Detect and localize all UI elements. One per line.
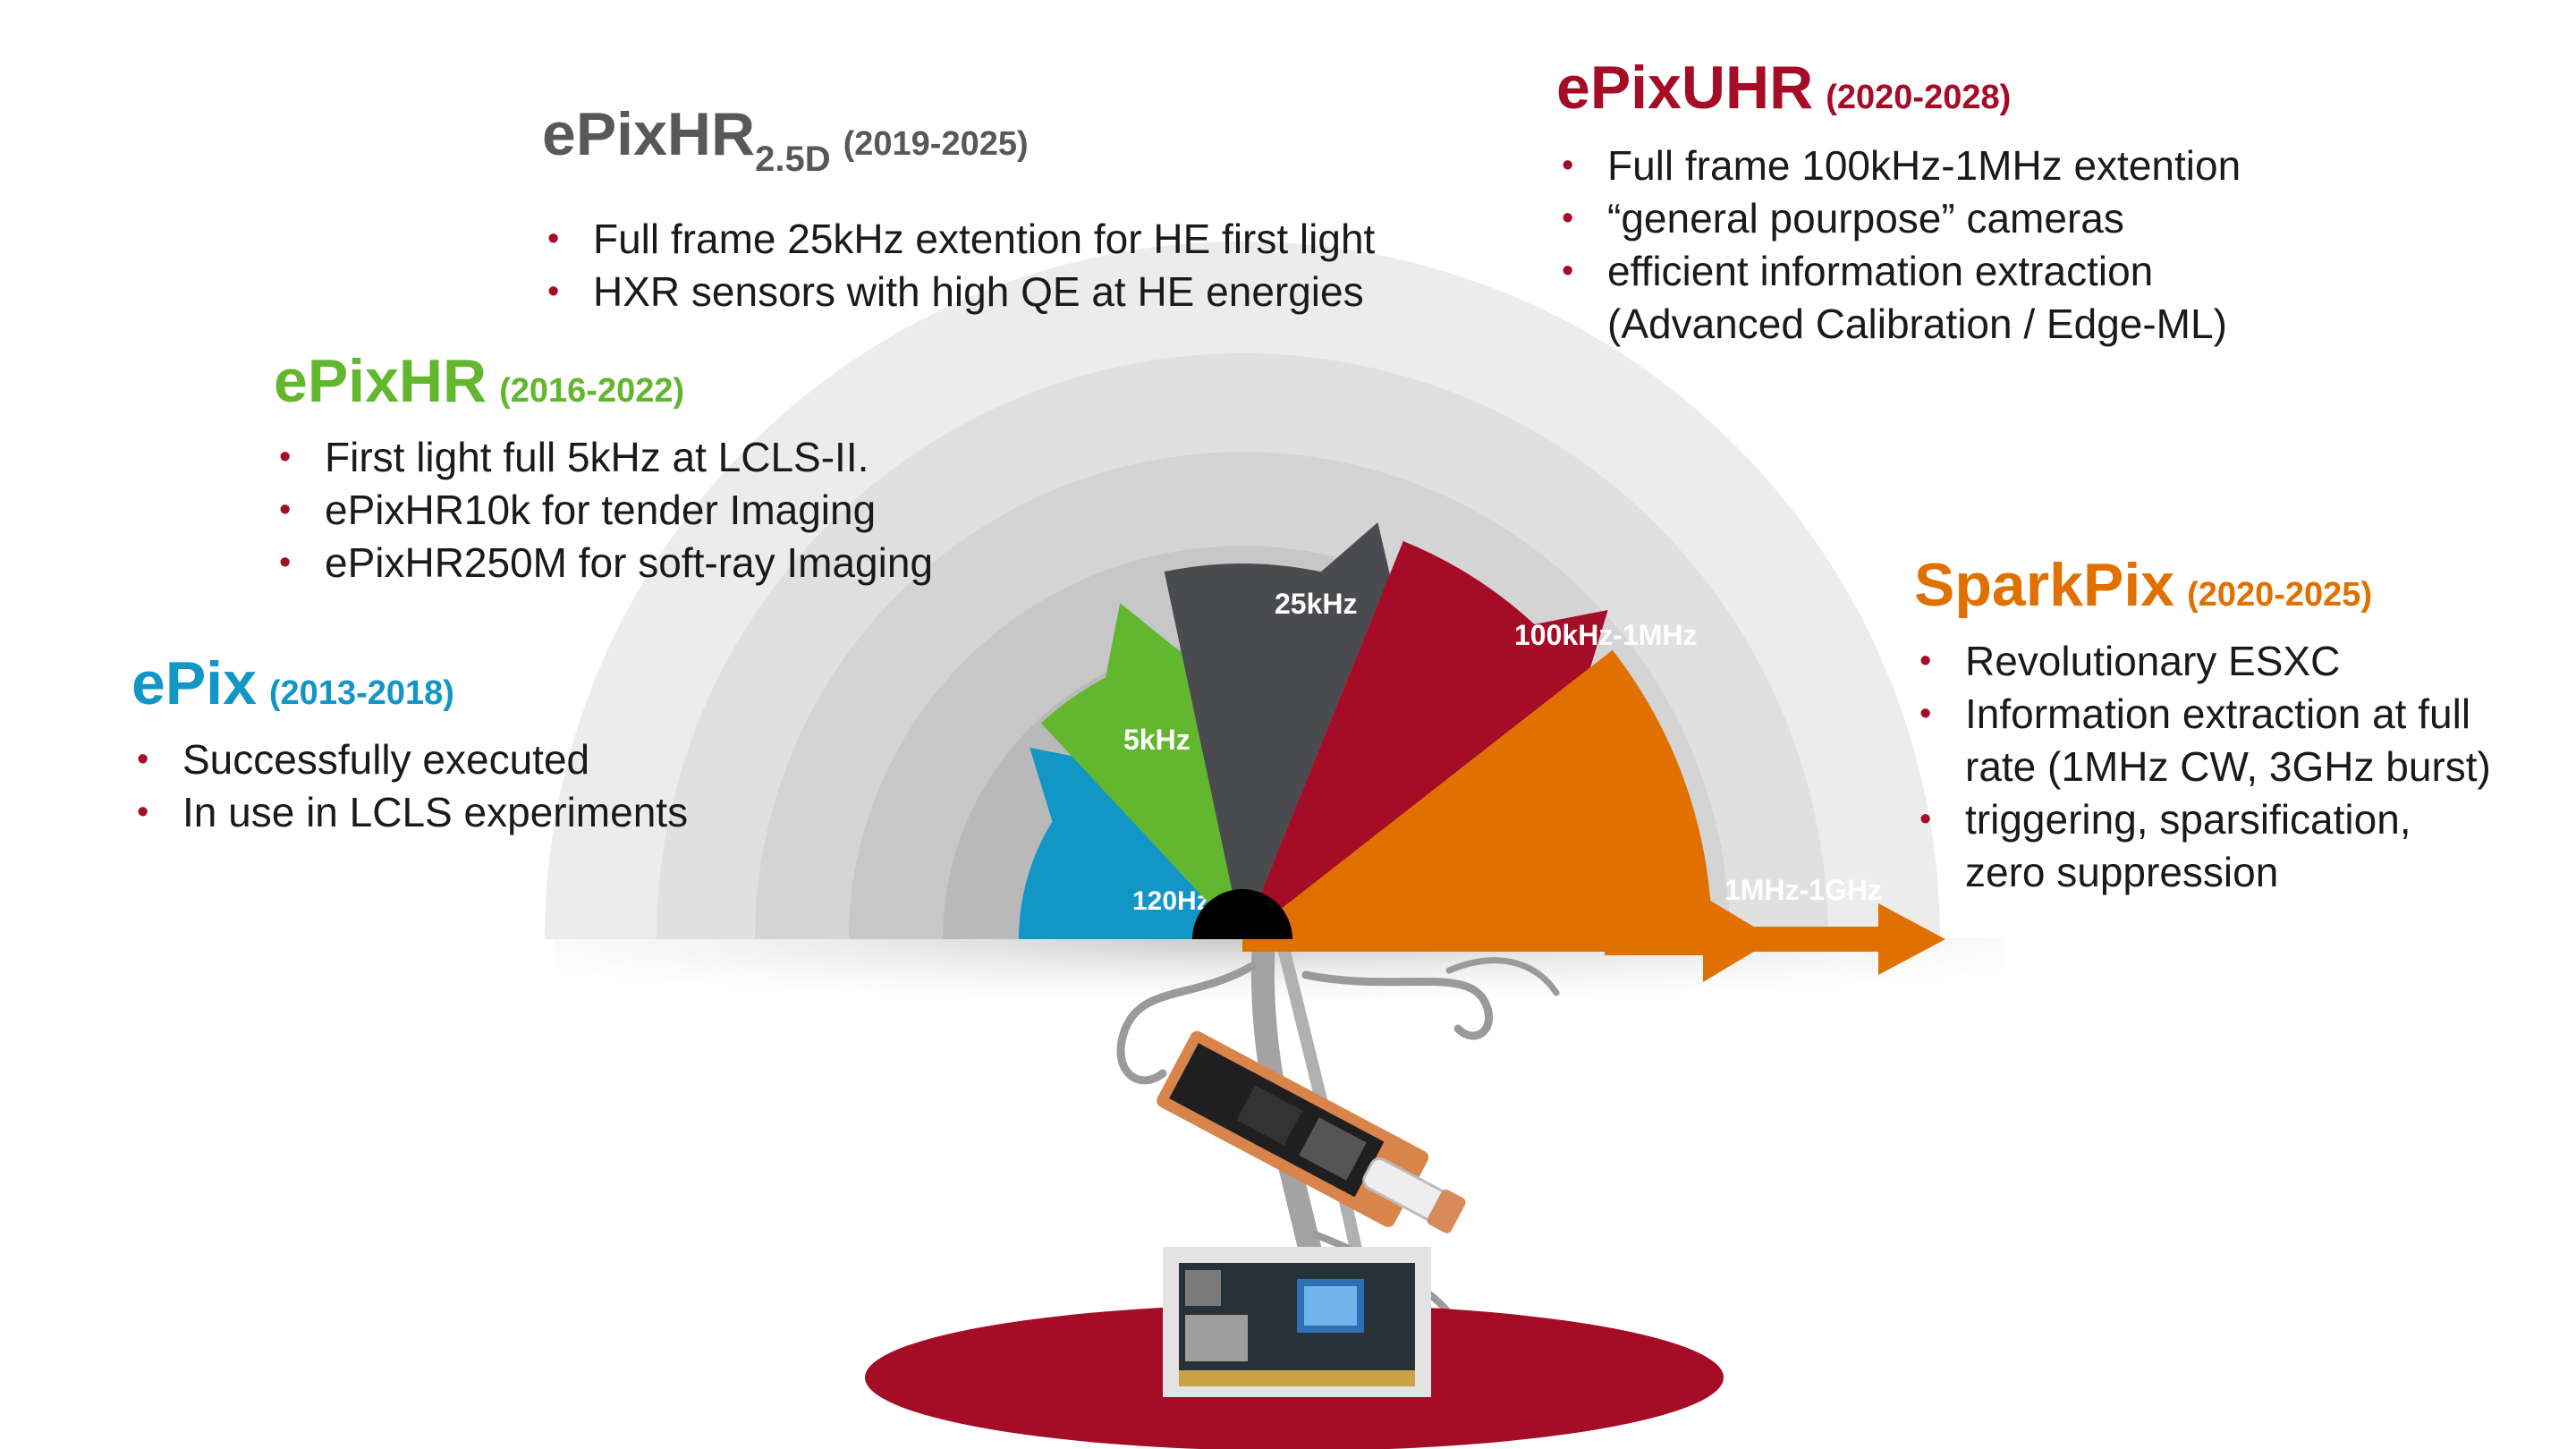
bullet-dot: • xyxy=(547,220,560,258)
epixuhr-block: ePixUHR(2020-2028) •Full frame 100kHz-1M… xyxy=(1556,57,2241,351)
epixhr-title: ePixHR(2016-2022) xyxy=(274,351,933,411)
sector-wedge xyxy=(1040,650,1242,939)
bullet-item: •ePixHR250M for soft-ray Imaging xyxy=(274,537,933,589)
bullet-item: •Full frame 25kHz extention for HE first… xyxy=(542,213,1375,266)
epixhr-years: (2016-2022) xyxy=(499,372,685,410)
pcie-board-photo xyxy=(1163,1247,1431,1397)
epixhr-name: ePixHR xyxy=(274,347,487,415)
sector-arrow xyxy=(1309,521,1397,690)
bullet-dot: • xyxy=(547,273,560,310)
bullet-dot: • xyxy=(137,741,149,778)
sparkpix-title: SparkPix(2020-2025) xyxy=(1914,555,2491,615)
bullet-dot: • xyxy=(1919,695,1932,733)
sector-label: 5kHz xyxy=(1123,724,1191,756)
bullet-dot: • xyxy=(137,793,149,831)
bullet-dot: • xyxy=(1562,147,1574,184)
epix-years: (2013-2018) xyxy=(268,674,454,712)
epixhr-block: ePixHR(2016-2022) •First light full 5kHz… xyxy=(274,351,933,589)
sparkpix-years: (2020-2025) xyxy=(2187,576,2373,614)
bullet-item: •Revolutionary ESXC xyxy=(1914,635,2491,688)
bullet-item: •Information extraction at full xyxy=(1914,688,2491,741)
sparkpix-bullets: •Revolutionary ESXC •Information extract… xyxy=(1914,635,2491,899)
bullet-item: •First light full 5kHz at LCLS-II. xyxy=(274,431,933,484)
bullet-item: (Advanced Calibration / Edge-ML) xyxy=(1607,301,2227,347)
bullet-item: •In use in LCLS experiments xyxy=(131,786,688,839)
bullet-dot: • xyxy=(1919,801,1932,838)
bullet-item: zero suppression xyxy=(1965,849,2279,895)
sector-label: 1MHz-1GHz xyxy=(1724,874,1882,906)
sector-wedge xyxy=(1242,540,1581,939)
sparkpix-name: SparkPix xyxy=(1914,551,2175,619)
bullet-item: •Full frame 100kHz-1MHz extention xyxy=(1556,140,2241,192)
bullet-item: •“general pourpose” cameras xyxy=(1556,192,2241,245)
sector-arrow xyxy=(1470,609,1608,736)
frequency-sectors: 120Hz 5kHz 25kHz 100kHz-1MHz 1MHz-1GHz xyxy=(1019,521,1945,982)
epixuhr-years: (2020-2028) xyxy=(1826,79,2012,116)
epixhr-bullets: •First light full 5kHz at LCLS-II. •ePix… xyxy=(274,431,933,589)
bullet-item: •efficient information extraction xyxy=(1556,245,2241,298)
bullet-dot: • xyxy=(1562,252,1574,290)
epixhr25d-block: ePixHR2.5D(2019-2025) •Full frame 25kHz … xyxy=(542,104,1375,318)
epixuhr-title: ePixUHR(2020-2028) xyxy=(1556,57,2241,118)
epix-bullets: •Successfully executed •In use in LCLS e… xyxy=(131,733,688,839)
sector-arrow xyxy=(1104,603,1194,768)
epixhr25d-title: ePixHR2.5D(2019-2025) xyxy=(542,104,1375,177)
bullet-dot: • xyxy=(1562,199,1574,237)
bullet-item: •triggering, sparsification, xyxy=(1914,793,2491,846)
sector-label: 25kHz xyxy=(1275,588,1358,620)
epixhr25d-bullets: •Full frame 25kHz extention for HE first… xyxy=(542,213,1375,318)
bullet-dot: • xyxy=(279,491,292,529)
bullet-dot: • xyxy=(279,438,292,476)
epixuhr-bullets: •Full frame 100kHz-1MHz extention •“gene… xyxy=(1556,140,2241,351)
sector-arrow xyxy=(1030,747,1167,874)
sector-label: 100kHz-1MHz xyxy=(1514,619,1698,651)
bullet-item: •HXR sensors with high QE at HE energies xyxy=(542,266,1375,318)
epixhr25d-years: (2019-2025) xyxy=(843,125,1029,163)
epix-name: ePix xyxy=(131,649,257,717)
fpga-card-photo xyxy=(1157,1030,1466,1233)
sparkpix-block: SparkPix(2020-2025) •Revolutionary ESXC … xyxy=(1914,555,2491,899)
bullet-dot: • xyxy=(1919,642,1932,680)
epixuhr-name: ePixUHR xyxy=(1556,54,1814,122)
sector-wedge xyxy=(1242,649,1712,939)
sector-label: 120Hz xyxy=(1132,886,1210,916)
baseline-arrow xyxy=(1242,903,1945,975)
epixhr25d-subscript: 2.5D xyxy=(755,140,831,179)
epix-title: ePix(2013-2018) xyxy=(131,653,688,714)
bullet-item: rate (1MHz CW, 3GHz burst) xyxy=(1965,743,2491,790)
bullet-item: •ePixHR10k for tender Imaging xyxy=(274,484,933,537)
bullet-dot: • xyxy=(279,544,292,581)
epix-block: ePix(2013-2018) •Successfully executed •… xyxy=(131,653,688,839)
center-hub xyxy=(1192,889,1292,939)
bullet-item: •Successfully executed xyxy=(131,733,688,786)
epixhr25d-name: ePixHR xyxy=(542,100,756,168)
